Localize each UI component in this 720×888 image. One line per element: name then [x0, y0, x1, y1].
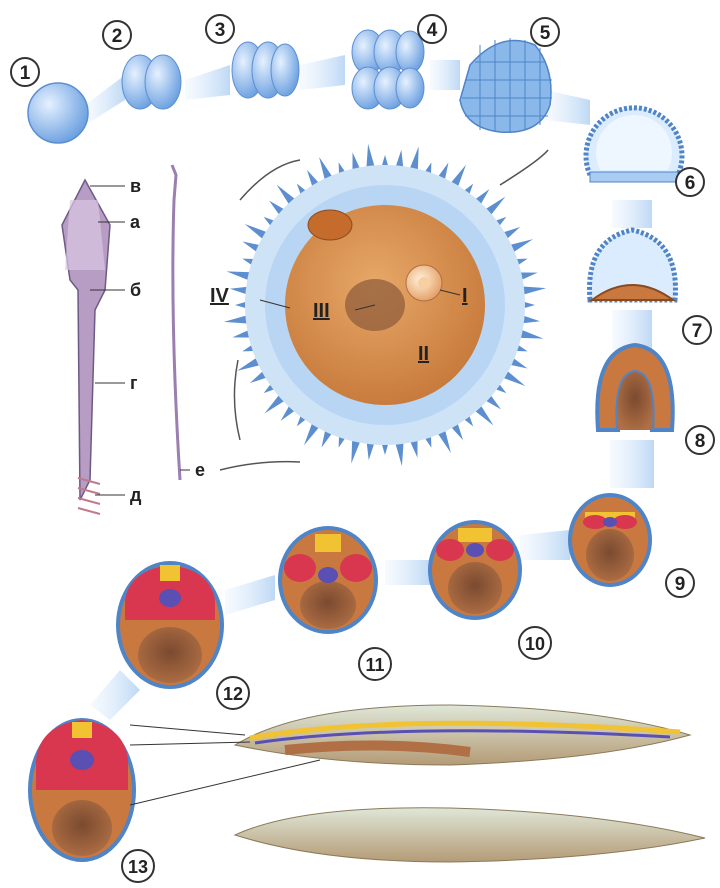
stage-label-1: 1: [11, 58, 39, 86]
lancelet-external: [235, 808, 705, 862]
stage-label-9: 9: [666, 569, 694, 597]
stage-6-blastula: [586, 108, 682, 182]
stage-9-neurula-early: [570, 495, 650, 585]
svg-text:6: 6: [685, 173, 696, 194]
svg-text:7: 7: [692, 321, 703, 342]
svg-text:4: 4: [427, 20, 438, 41]
stage-label-12: 12: [217, 677, 249, 709]
sperm-label-a: а: [130, 212, 141, 232]
stage-label-4: 4: [418, 15, 446, 43]
svg-text:5: 5: [540, 23, 551, 44]
svg-text:2: 2: [112, 26, 123, 47]
stage-label-7: 7: [683, 316, 711, 344]
sperm-label-e: е: [195, 460, 205, 480]
stage-12-embryo: [118, 563, 222, 687]
egg-label-IV: IV: [210, 285, 230, 307]
stage-label-13: 13: [122, 850, 154, 882]
svg-text:9: 9: [675, 574, 686, 595]
svg-text:11: 11: [365, 655, 384, 675]
stage-label-8: 8: [686, 426, 714, 454]
sperm-small: [172, 165, 180, 480]
stage-label-11: 11: [359, 648, 391, 680]
stage-label-2: 2: [103, 21, 131, 49]
egg-label-I: I: [462, 285, 468, 307]
stage-10-neurula: [430, 522, 520, 618]
stage-2-two-cells: [122, 55, 181, 109]
stage-4-eight-cells: [352, 30, 424, 109]
stage-1-zygote: [28, 83, 88, 143]
egg-label-II: II: [418, 343, 429, 365]
stage-label-10: 10: [519, 627, 551, 659]
stage-label-3: 3: [206, 15, 234, 43]
egg-label-III: III: [313, 300, 330, 322]
stage-label-6: 6: [676, 168, 704, 196]
sperm-label-b: б: [130, 280, 141, 300]
stage-7-gastrula-early: [590, 230, 676, 300]
sperm-enlarged: [62, 180, 110, 514]
svg-text:3: 3: [215, 20, 226, 41]
egg-cell: [224, 144, 546, 466]
stage-8-gastrula: [597, 345, 672, 430]
svg-text:12: 12: [223, 684, 243, 704]
stage-5-morula: [460, 38, 552, 132]
svg-text:8: 8: [695, 431, 706, 452]
sperm-label-g: г: [130, 373, 138, 393]
sperm-label-d: д: [130, 485, 142, 505]
lancelet-anatomy: [130, 705, 690, 805]
stage-13-embryo-late: [30, 720, 134, 860]
svg-text:13: 13: [128, 857, 148, 877]
stage-11-neurula-late: [280, 528, 376, 632]
svg-text:10: 10: [525, 634, 545, 654]
stage-3-four-cells: [232, 42, 299, 98]
svg-text:1: 1: [20, 63, 31, 84]
sperm-label-v: в: [130, 176, 141, 196]
stage-label-5: 5: [531, 18, 559, 46]
